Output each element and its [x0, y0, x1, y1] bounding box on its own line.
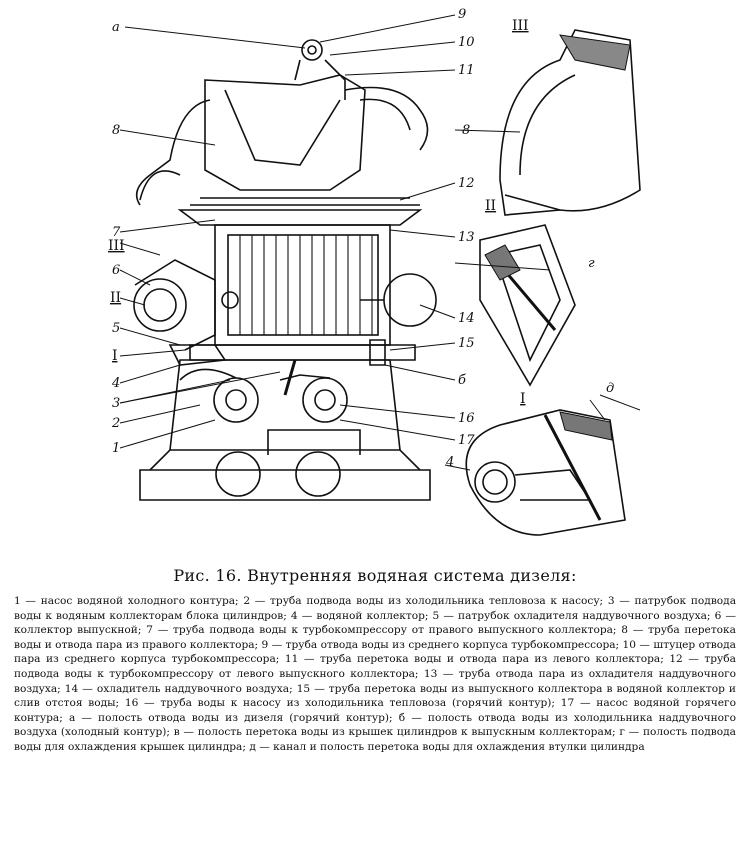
legend-item: 12 — труба подвода воды к турбокомпрессо…: [14, 653, 736, 680]
label-4: 4: [111, 376, 120, 391]
label-14: 14: [458, 311, 475, 326]
legend-item: 10 — штуцер отвода пара из среднего корп…: [14, 638, 736, 666]
label-10: 10: [458, 35, 475, 50]
legend-item: 6 — коллектор выпускной;: [14, 609, 736, 637]
legend-item: 1 — насос водяной холодного контура;: [14, 595, 239, 607]
detail-I: [465, 409, 626, 536]
label-8: 8: [112, 123, 120, 138]
legend-item: 4 — водяной коллектор;: [290, 609, 429, 622]
label-3: 3: [112, 396, 120, 411]
label-2: 2: [111, 416, 120, 431]
label-b: б: [458, 373, 466, 388]
exhaust-collector: [133, 278, 187, 332]
legend-item: б — полость отвода воды из холодильника …: [14, 711, 736, 739]
legend-item: 11 — труба перетока воды и отвода пара и…: [284, 653, 664, 666]
legend-item: д — канал и полость перетока воды для ох…: [249, 740, 645, 753]
legend-item: 7 — труба подвода воды к турбокомпрессор…: [146, 624, 617, 637]
legend-item: г — полость подвода воды для охлаждения …: [14, 726, 736, 753]
legend-item: в — полость перетока воды из крышек цили…: [173, 726, 616, 739]
label-7: 7: [112, 225, 121, 240]
detail-label-d: д: [606, 381, 614, 396]
turbocharger: [204, 74, 366, 191]
label-II: II: [110, 290, 121, 306]
pump-cold-circuit: [213, 377, 259, 423]
legend-item: 3 — патрубок подвода воды к водяным колл…: [14, 595, 737, 622]
label-5: 5: [112, 321, 120, 336]
pump-hot-circuit: [302, 377, 348, 423]
legend-item: 13 — труба отвода пара из охладителя над…: [14, 667, 736, 695]
legend-item: 14 — охладитель наддувочного воздуха;: [64, 682, 293, 695]
detail-II: [479, 224, 576, 387]
detail-label-4: 4: [445, 455, 454, 470]
detail-label-g: г: [588, 256, 595, 271]
detail-label-II: II: [485, 198, 496, 214]
label-15: 15: [458, 336, 475, 351]
legend-item: 17 — насос водяной горячего контура;: [14, 697, 736, 724]
detail-III: [499, 29, 641, 216]
label-I: I: [112, 348, 118, 364]
legend-item: 9 — труба отвода воды из среднего корпус…: [261, 638, 620, 651]
legend-item: 5 — патрубок охладителя наддувочного воз…: [432, 609, 711, 622]
label-III: III: [108, 238, 125, 254]
detail-label-I: I: [520, 391, 526, 407]
label-11: 11: [458, 63, 475, 78]
charge-air-cooler: [214, 224, 391, 346]
engine-base: [139, 469, 431, 501]
label-9: 9: [458, 7, 466, 22]
label-1: 1: [112, 441, 120, 456]
legend-item: 2 — труба подвода воды из холодильника т…: [243, 595, 604, 607]
legend-item: 15 — труба перетока воды из выпускного к…: [14, 682, 736, 710]
legend-item: 16 — труба воды к насосу из холодильника…: [124, 697, 555, 710]
legend-item: а — полость отвода воды из дизеля (горяч…: [68, 711, 393, 724]
figure-caption: Рис. 16. Внутренняя водяная система дизе…: [173, 566, 577, 585]
label-6: 6: [112, 263, 120, 278]
label-a: а: [112, 20, 120, 35]
legend-item: 8 — труба перетока воды и отвода пара из…: [14, 624, 736, 651]
engine-cooling-diagram: а 9 10 11 8 12 7 13 III 6 II 14 5 15 I 4…: [108, 7, 641, 536]
label-12: 12: [458, 176, 475, 191]
detail-label-III: III: [512, 18, 529, 34]
figure-legend: 1 — насос водяной холодного контура; 2 —…: [14, 594, 736, 755]
label-13: 13: [458, 230, 475, 245]
detail-label-8: 8: [462, 123, 470, 138]
label-17: 17: [458, 433, 475, 448]
label-16: 16: [458, 411, 475, 426]
